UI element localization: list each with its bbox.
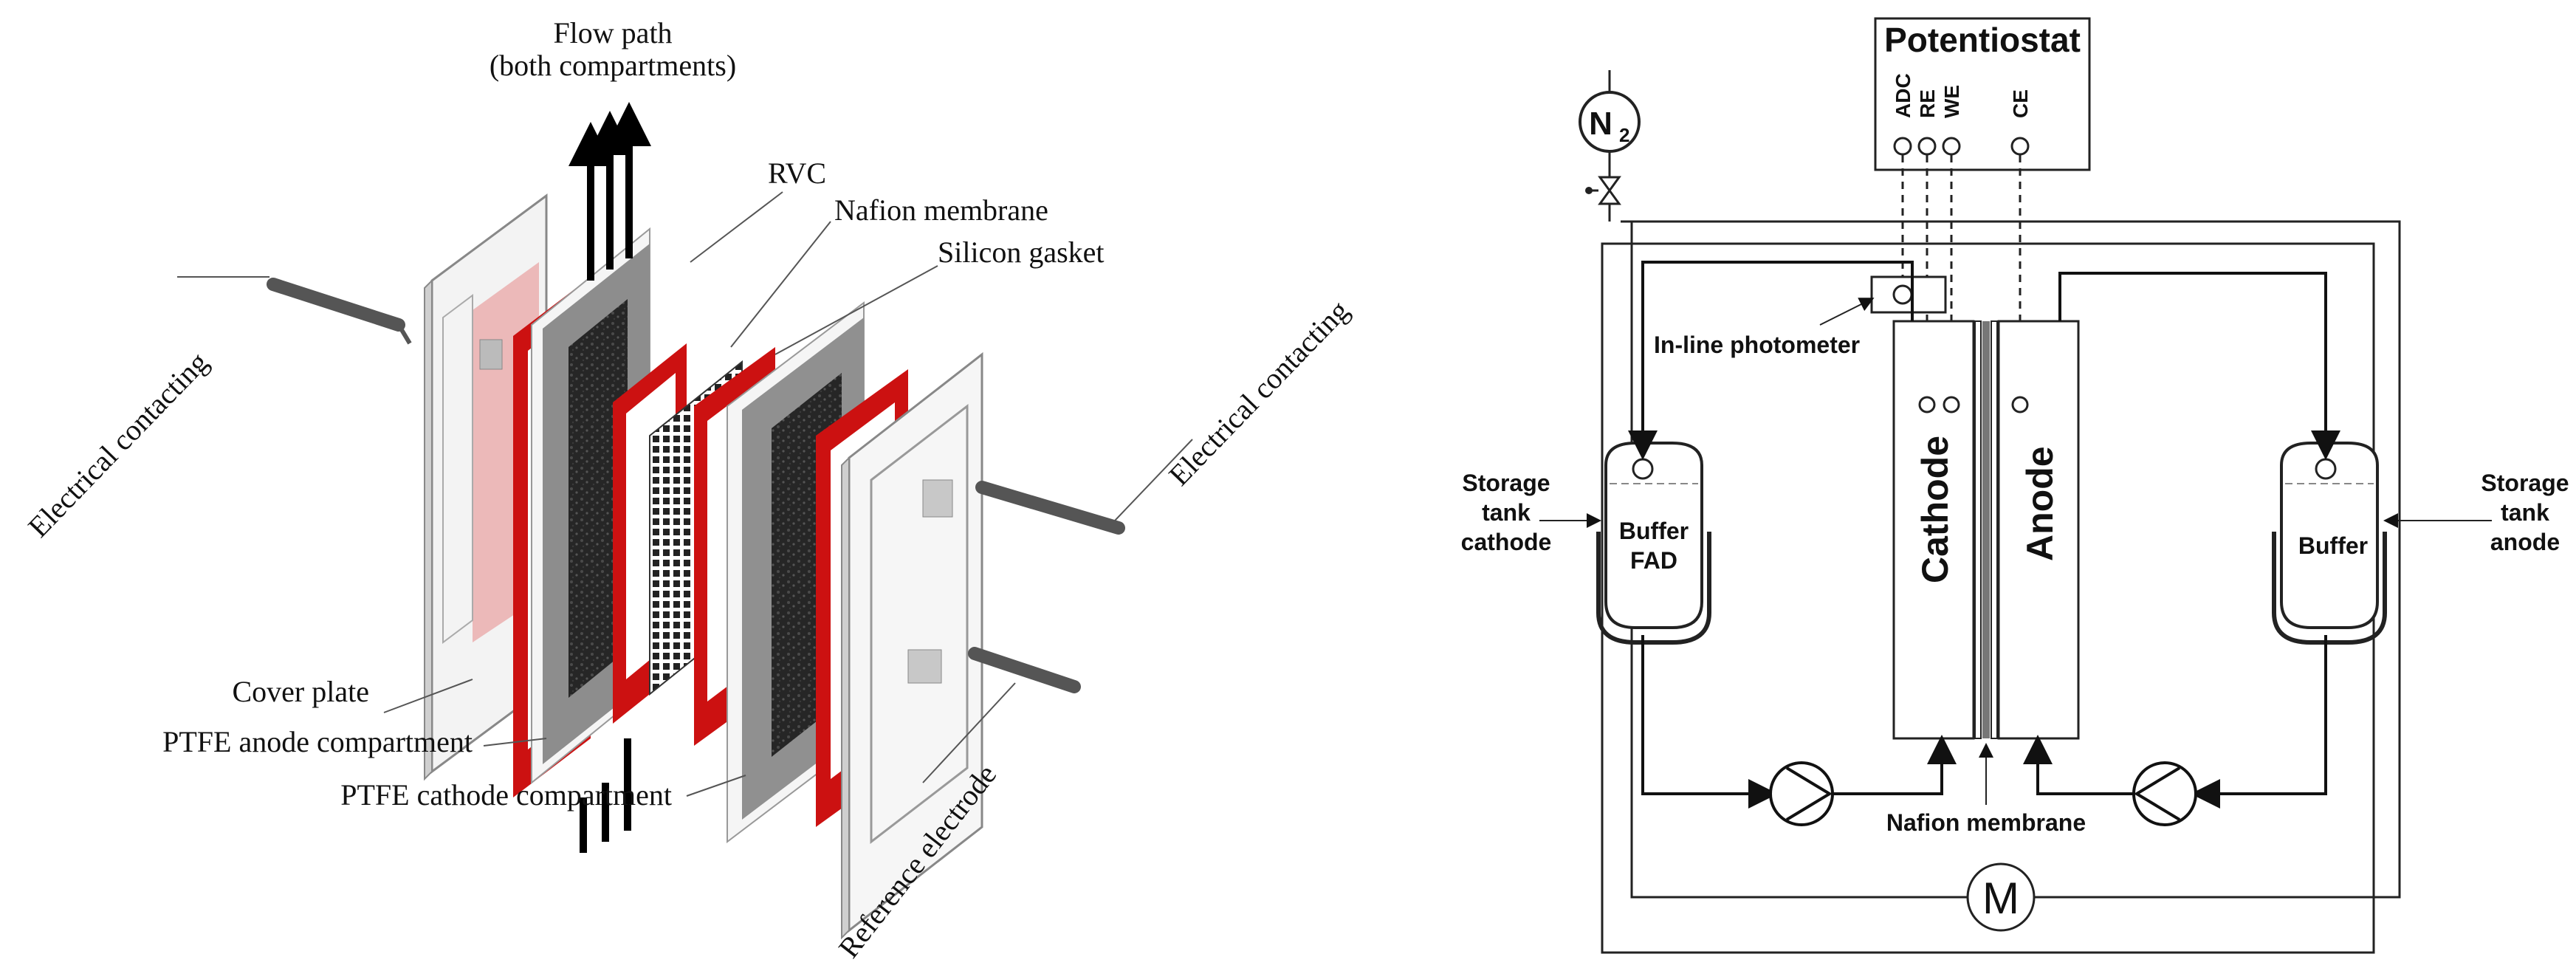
tank-left-content-2: FAD xyxy=(1630,547,1677,574)
port-adc-label: ADC xyxy=(1892,73,1914,118)
electrical-contacting-left-label: Electrical contacting xyxy=(21,346,214,544)
ptfe-cathode-label: PTFE cathode compartment xyxy=(340,778,672,812)
tank-right-content-1: Buffer xyxy=(2298,532,2368,559)
flow-arrows xyxy=(569,102,651,853)
tank-right-label-3: anode xyxy=(2490,529,2560,555)
port-ce-label: CE xyxy=(2009,89,2032,118)
in-line-photometer: In-line photometer xyxy=(1654,275,1947,358)
port-adc-connector xyxy=(1893,137,1912,156)
flow-path-label: Flow path xyxy=(553,16,672,49)
electrochemical-cell: Cathode Anode Nafion membrane xyxy=(1886,320,2086,836)
anode-compartment xyxy=(1997,320,2080,740)
anode-label: Anode xyxy=(2019,446,2061,561)
n2-subscript: 2 xyxy=(1619,124,1629,146)
electrical-contact-rod-right xyxy=(975,481,1125,535)
cover-plate-right xyxy=(841,351,983,940)
port-we-label: WE xyxy=(1940,85,1963,118)
flow-path-sub-label: (both compartments) xyxy=(490,49,736,82)
n2-symbol: N xyxy=(1589,106,1612,142)
exploded-cell-diagram: Flow path (both compartments) RVC Nafion… xyxy=(21,16,1355,964)
potentiostat-title: Potentiostat xyxy=(1884,21,2081,59)
motor-label: M xyxy=(1982,874,2019,923)
outer-loops xyxy=(1601,220,2401,954)
storage-tank-anode: Buffer Storage tank anode xyxy=(2272,442,2569,645)
storage-tank-cathode: Buffer FAD Storage tank cathode xyxy=(1461,442,1711,645)
flow-scheme-diagram: N 2 Potentiostat ADC RE WE CE xyxy=(1461,17,2569,954)
photometer-label: In-line photometer xyxy=(1654,332,1860,358)
tank-right-label-2: tank xyxy=(2501,499,2549,526)
nafion-membrane-label-right: Nafion membrane xyxy=(1886,809,2086,836)
motor: M xyxy=(1966,862,2036,932)
cathode-compartment xyxy=(1892,320,1975,740)
nafion-membrane-label: Nafion membrane xyxy=(834,193,1048,227)
silicon-gasket-label: Silicon gasket xyxy=(938,236,1105,269)
tank-left-label-3: cathode xyxy=(1461,529,1552,555)
electrical-contacting-right-label: Electrical contacting xyxy=(1162,294,1355,493)
cathode-label: Cathode xyxy=(1914,436,1956,583)
nafion-membrane-layer xyxy=(1982,321,1990,738)
port-ce-connector xyxy=(2010,137,2030,156)
tank-right-label-1: Storage xyxy=(2481,470,2569,496)
valve-icon xyxy=(1598,176,1621,193)
flow-lines xyxy=(1628,261,2340,809)
port-re-label: RE xyxy=(1916,89,1939,118)
port-re-connector xyxy=(1917,137,1937,156)
cover-plate-label: Cover plate xyxy=(233,675,370,708)
leader-lines-left xyxy=(177,191,1193,797)
pump-cathode xyxy=(1769,761,1834,826)
ptfe-anode-label: PTFE anode compartment xyxy=(162,725,473,758)
n2-supply: N 2 xyxy=(1579,70,1641,222)
tank-left-label-2: tank xyxy=(1482,499,1531,526)
pump-anode xyxy=(2132,761,2197,826)
potentiostat: Potentiostat ADC RE WE CE xyxy=(1874,17,2091,171)
port-we-connector xyxy=(1942,137,1961,156)
tank-left-content-1: Buffer xyxy=(1619,518,1689,544)
rvc-label: RVC xyxy=(768,157,826,190)
reference-electrode-rod xyxy=(968,647,1081,693)
tank-left-label-1: Storage xyxy=(1462,470,1550,496)
electrical-contact-rod-left xyxy=(267,278,412,345)
